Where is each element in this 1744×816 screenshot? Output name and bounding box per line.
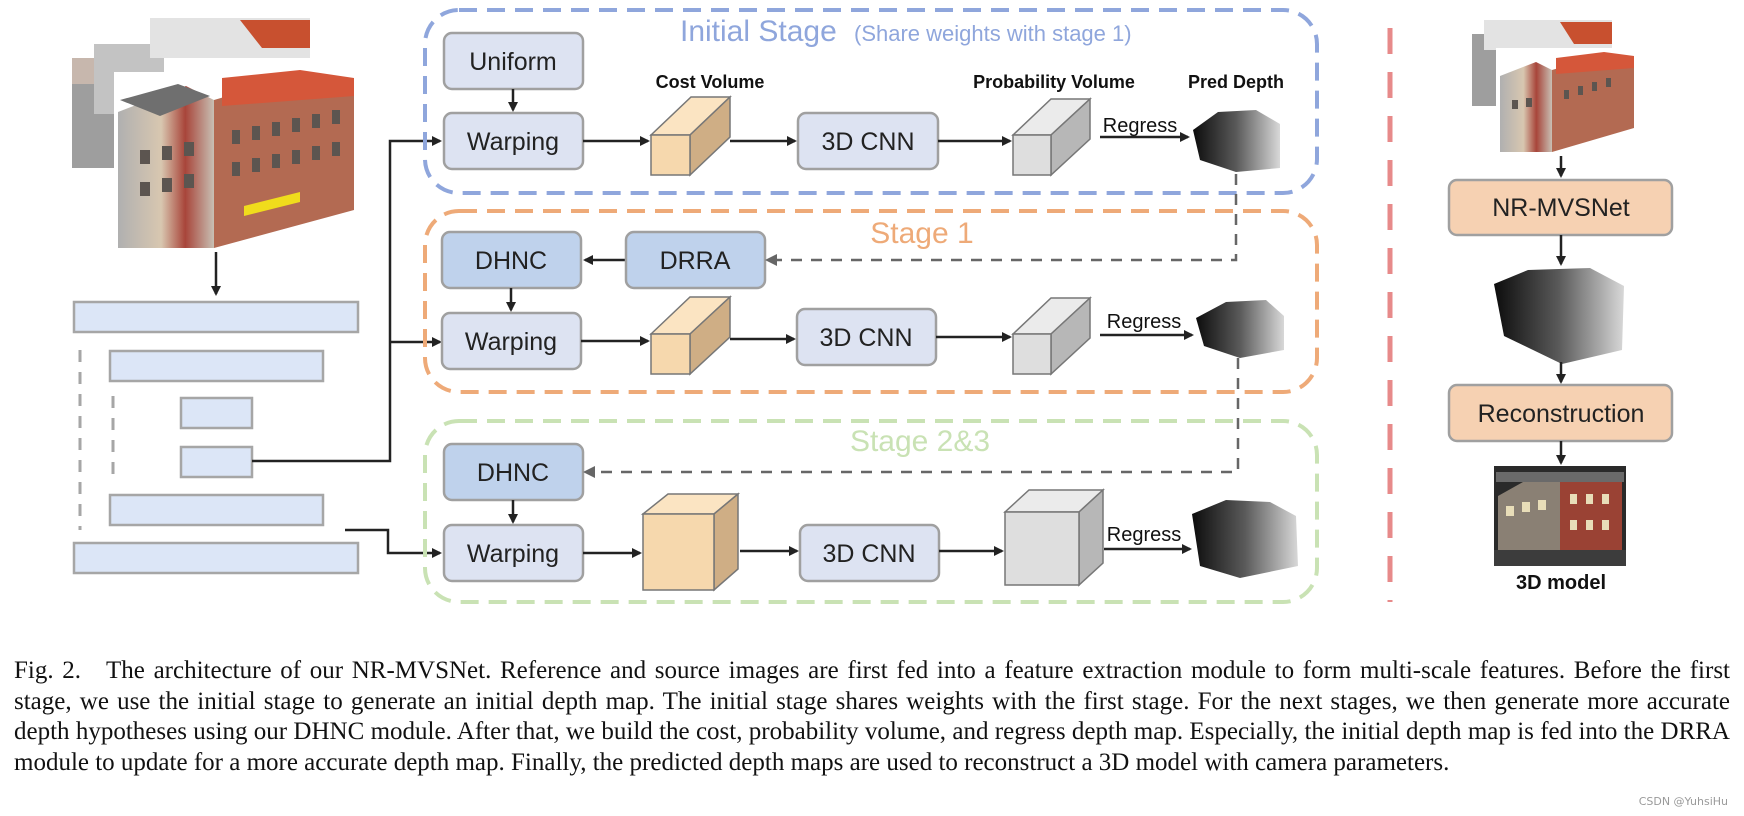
cost-volume-cube-stage23 [640,492,741,592]
dhnc-label-stage23: DHNC [477,459,549,487]
cost-volume-label: Cost Volume [656,72,765,92]
reconstruction-label: Reconstruction [1478,400,1645,428]
stage-1-title: Stage 1 [870,217,973,250]
cost-volume-cube-initial [649,95,732,177]
depth-map-stage1 [1196,300,1284,358]
cost-volume-cube-stage1 [649,295,732,376]
initial-stage-frame [423,8,1319,195]
pipeline-input-images [1472,20,1636,154]
stage-2-3: Stage 2&3 DHNC Warping 3D CNN Regress [423,419,1319,604]
feature-extraction [72,252,360,575]
warping-label-stage1: Warping [465,328,557,356]
warping-label-stage23: Warping [467,540,559,568]
probability-volume-cube-stage23 [1003,488,1105,587]
warping-label-initial: Warping [467,128,559,156]
cnn-label-stage23: 3D CNN [822,540,915,568]
regress-label-stage1: Regress [1107,311,1181,333]
reference-image [114,70,356,250]
regress-label-stage23: Regress [1107,524,1181,546]
stage-1-frame [423,209,1319,394]
input-images [72,18,356,250]
initial-stage-title: Initial Stage [680,15,837,48]
feature-bar [179,445,254,479]
stage-2-3-title: Stage 2&3 [850,425,990,458]
feature-connectors [252,136,442,558]
feature-bar [72,300,360,334]
stage-1: Stage 1 DHNC DRRA Warping 3D CNN Regress [423,209,1319,394]
nr-mvsnet-label: NR-MVSNet [1492,194,1630,222]
feedback-arrows [583,174,1240,478]
initial-stage: Initial Stage (Share weights with stage … [423,8,1319,195]
stage-2-3-frame [423,419,1319,604]
cnn-label-stage1: 3D CNN [819,324,912,352]
feature-bar [108,349,325,383]
initial-stage-subtitle: (Share weights with stage 1) [854,21,1132,46]
feature-bar [108,493,325,527]
pipeline-depth-map [1494,268,1624,364]
feature-bar [72,541,360,575]
3d-model-label: 3D model [1516,572,1606,594]
dhnc-label-stage1: DHNC [475,247,547,275]
3d-model-image [1494,466,1626,566]
regress-label-initial: Regress [1103,115,1177,137]
overview-pipeline: NR-MVSNet Reconstruction 3D model [1447,20,1674,594]
pred-depth-label: Pred Depth [1188,72,1284,92]
uniform-label: Uniform [469,48,557,76]
depth-map-initial [1193,110,1280,172]
architecture-diagram: Initial Stage (Share weights with stage … [72,8,1674,604]
watermark: CSDN @YuhsiHu [1638,795,1728,808]
probability-volume-cube-stage1 [1011,296,1092,376]
probability-volume-cube-initial [1011,97,1092,177]
drra-label: DRRA [660,247,731,275]
feature-bar [179,396,254,430]
probability-volume-label: Probability Volume [973,72,1135,92]
figure-caption: Fig. 2. The architecture of our NR-MVSNe… [14,657,1730,776]
depth-map-stage23 [1192,500,1298,578]
cnn-label-initial: 3D CNN [821,128,914,156]
cnn-box-stage23 [798,523,941,583]
